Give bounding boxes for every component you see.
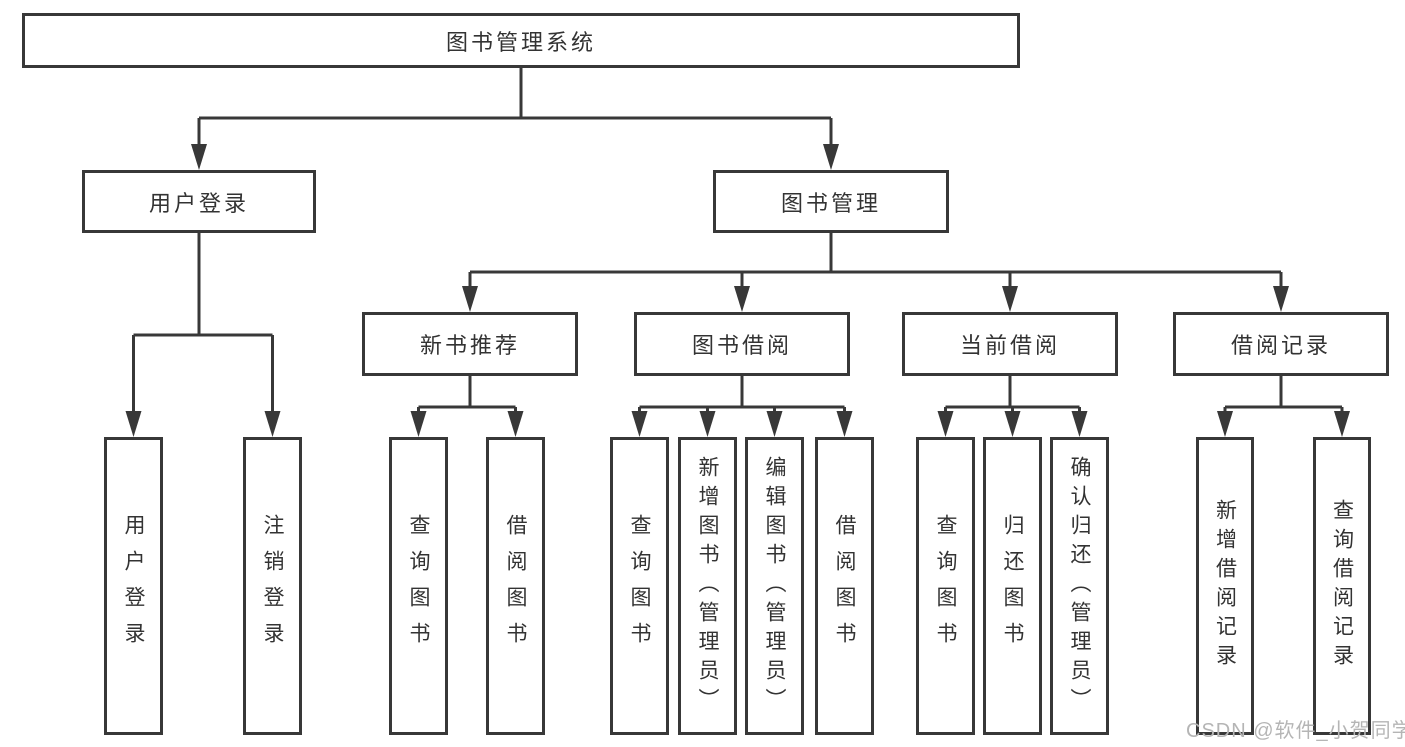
leaf-query-books-borrow: 查询图书 (610, 437, 669, 735)
node-library-management-system: 图书管理系统 (22, 13, 1020, 68)
leaf-user-login: 用户登录 (104, 437, 163, 735)
node-book-management: 图书管理 (713, 170, 949, 233)
leaf-edit-book-admin: 编辑图书（管理员） (745, 437, 804, 735)
leaf-query-books-current: 查询图书 (916, 437, 975, 735)
leaf-borrow-books-borrow: 借阅图书 (815, 437, 874, 735)
node-user-login: 用户登录 (82, 170, 316, 233)
leaf-query-borrow-record: 查询借阅记录 (1313, 437, 1371, 735)
leaf-confirm-return-admin: 确认归还（管理员） (1050, 437, 1109, 735)
leaf-add-book-admin: 新增图书（管理员） (678, 437, 737, 735)
node-borrow-records: 借阅记录 (1173, 312, 1389, 376)
leaf-query-books-recommend: 查询图书 (389, 437, 448, 735)
node-current-borrow: 当前借阅 (902, 312, 1118, 376)
node-book-borrow: 图书借阅 (634, 312, 850, 376)
leaf-add-borrow-record: 新增借阅记录 (1196, 437, 1254, 735)
leaf-return-books: 归还图书 (983, 437, 1042, 735)
watermark-text: CSDN @软件_小贺同学 (1186, 720, 1405, 742)
node-new-book-recommend: 新书推荐 (362, 312, 578, 376)
leaf-logout: 注销登录 (243, 437, 302, 735)
leaf-borrow-books-recommend: 借阅图书 (486, 437, 545, 735)
